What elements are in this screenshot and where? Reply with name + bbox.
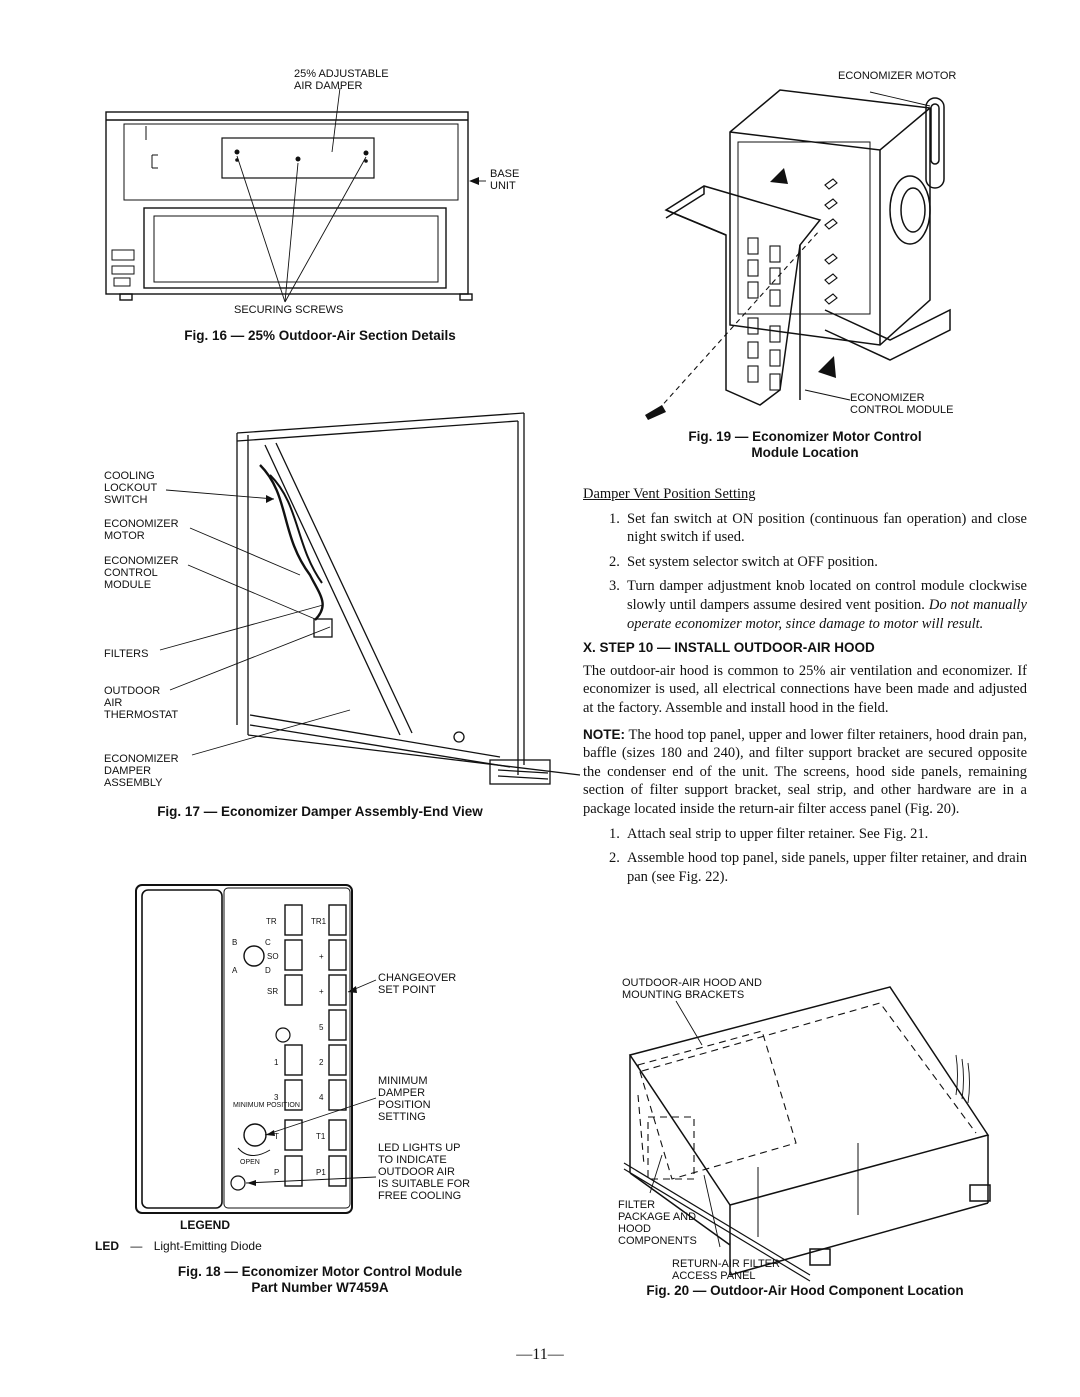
- damper-step-2: 2. Set system selector switch at OFF posi…: [583, 553, 1027, 572]
- callout-changeover: CHANGEOVER SET POINT: [378, 972, 457, 996]
- fig17-caption: Fig. 17 — Economizer Damper Assembly-End…: [157, 804, 483, 819]
- fig16-caption: Fig. 16 — 25% Outdoor-Air Section Detail…: [184, 328, 456, 343]
- fig16-figure: 25% ADJUSTABLE AIR DAMPER BASE UNIT SECU…: [100, 60, 540, 320]
- legend-abbr: LED: [95, 1239, 119, 1253]
- fig20-return-label: RETURN-AIR FILTER ACCESS PANEL: [672, 1258, 780, 1282]
- fig19-figure: ECONOMIZER MOTOR ECONOMIZER CONTROL MODU…: [630, 60, 980, 420]
- terminal-label-3: 3: [274, 1093, 279, 1102]
- terminal-label-t: T: [274, 1132, 279, 1141]
- pot-letter-a: A: [232, 966, 238, 975]
- fig17-label-6: ECONOMIZER DAMPER ASSEMBLY: [104, 753, 179, 789]
- pot-letter-c: C: [265, 938, 271, 947]
- terminal-label-tr: TR: [266, 917, 277, 926]
- terminal-label-plus-2: +: [319, 987, 324, 996]
- step-text: Turn damper adjustment knob located on c…: [627, 578, 1027, 613]
- step-number: 1.: [609, 510, 620, 527]
- fig16-drawing: [105, 87, 486, 303]
- fig18-drawing: [135, 884, 377, 1214]
- text-column: Damper Vent Position Setting 1. Set fan s…: [583, 485, 1027, 892]
- step-number: 3.: [609, 578, 620, 595]
- pot-letter-d: D: [265, 966, 271, 975]
- fig20-hood-label: OUTDOOR-AIR HOOD AND MOUNTING BRACKETS: [622, 977, 762, 1001]
- fig17-label-3: ECONOMIZER CONTROL MODULE: [104, 555, 179, 591]
- legend-dash: —: [130, 1239, 143, 1253]
- step-text: Attach seal strip to upper filter retain…: [627, 825, 929, 842]
- step-number: 2.: [609, 553, 620, 570]
- step-text: Assemble hood top panel, side panels, up…: [627, 850, 1027, 885]
- damper-steps: 1. Set fan switch at ON position (continu…: [583, 510, 1027, 634]
- pot-letter-b: B: [232, 938, 238, 947]
- hood-step-1: 1. Attach seal strip to upper filter reta…: [583, 825, 1027, 844]
- hood-step-2: 2. Assemble hood top panel, side panels, …: [583, 849, 1027, 886]
- fig18-legend-row: LED — Light-Emitting Diode: [95, 1239, 262, 1253]
- page-number: —11—: [516, 1346, 564, 1363]
- damper-step-3: 3. Turn damper adjustment knob located on…: [583, 577, 1027, 633]
- fig20-drawing: [623, 986, 991, 1282]
- step-number: 2.: [609, 850, 620, 867]
- note-label: NOTE:: [583, 726, 625, 742]
- min-position-label: MINIMUM POSITION: [233, 1102, 300, 1109]
- note-paragraph: NOTE: The hood top panel, upper and lowe…: [583, 726, 1027, 819]
- note-text: The hood top panel, upper and lower filt…: [583, 726, 1027, 817]
- damper-step-1: 1. Set fan switch at ON position (continu…: [583, 510, 1027, 547]
- fig18-legend-title: LEGEND: [180, 1218, 231, 1232]
- fig19-caption-line1: Fig. 19 — Economizer Motor Control: [688, 429, 922, 444]
- fig17-drawing: [159, 412, 581, 785]
- fig16-damper-label: 25% ADJUSTABLE AIR DAMPER: [294, 68, 389, 92]
- fig17-figure: COOLING LOCKOUT SWITCH ECONOMIZER MOTOR …: [100, 405, 590, 800]
- fig20-filter-label: FILTER PACKAGE AND HOOD COMPONENTS: [618, 1199, 697, 1247]
- legend-text: Light-Emitting Diode: [153, 1239, 262, 1253]
- callout-led: LED LIGHTS UP TO INDICATE OUTDOOR AIR IS…: [378, 1142, 471, 1202]
- fig18-caption-line2: Part Number W7459A: [251, 1280, 389, 1295]
- open-label: OPEN: [240, 1159, 260, 1166]
- step-number: 1.: [609, 825, 620, 842]
- terminal-label-4: 4: [319, 1093, 324, 1102]
- step-text: Set fan switch at ON position (continuou…: [627, 510, 1027, 546]
- fig17-label-5: OUTDOOR AIR THERMOSTAT: [104, 685, 179, 721]
- fig19-motor-label: ECONOMIZER MOTOR: [838, 70, 957, 82]
- fig19-module-label: ECONOMIZER CONTROL MODULE: [850, 392, 954, 416]
- fig16-base-label: BASE UNIT: [490, 168, 520, 192]
- fig20-figure: OUTDOOR-AIR HOOD AND MOUNTING BRACKETS F…: [610, 975, 1030, 1285]
- fig19-caption-line2: Module Location: [751, 445, 859, 460]
- terminal-label-tr1: TR1: [311, 917, 327, 926]
- step10-paragraph: The outdoor-air hood is common to 25% ai…: [583, 662, 1027, 716]
- fig17-label-4: FILTERS: [104, 648, 149, 660]
- terminal-label-t1: T1: [316, 1132, 326, 1141]
- fig17-label-1: COOLING LOCKOUT SWITCH: [104, 470, 158, 506]
- hood-steps: 1. Attach seal strip to upper filter reta…: [583, 825, 1027, 887]
- terminal-label-p1: P1: [316, 1168, 326, 1177]
- terminal-label-p: P: [274, 1168, 280, 1177]
- fig17-label-2: ECONOMIZER MOTOR: [104, 518, 179, 542]
- terminal-label-2: 2: [319, 1058, 324, 1067]
- terminal-label-1: 1: [274, 1058, 279, 1067]
- terminal-label-5: 5: [319, 1023, 324, 1032]
- step-text: Set system selector switch at OFF positi…: [627, 553, 878, 570]
- fig19-drawing: [645, 89, 951, 420]
- fig16-screws-label: SECURING SCREWS: [234, 304, 344, 316]
- fig20-caption: Fig. 20 — Outdoor-Air Hood Component Loc…: [646, 1283, 964, 1298]
- step-italic-warning: Do not manually operate economizer motor…: [627, 596, 1027, 632]
- terminal-label-plus-1: +: [319, 952, 324, 961]
- step10-heading: X. STEP 10 — INSTALL OUTDOOR-AIR HOOD: [583, 640, 875, 656]
- pot-letter-sr: SR: [267, 987, 279, 996]
- damper-heading: Damper Vent Position Setting: [583, 486, 756, 502]
- pot-letter-so: SO: [267, 952, 279, 961]
- fig18-caption-line1: Fig. 18 — Economizer Motor Control Modul…: [177, 1264, 463, 1279]
- fig18-figure: TR TR1 + + 5 1 2 3 4 T T1 P P1 B C SO A …: [130, 880, 500, 1220]
- callout-minimum: MINIMUM DAMPER POSITION SETTING: [378, 1075, 431, 1123]
